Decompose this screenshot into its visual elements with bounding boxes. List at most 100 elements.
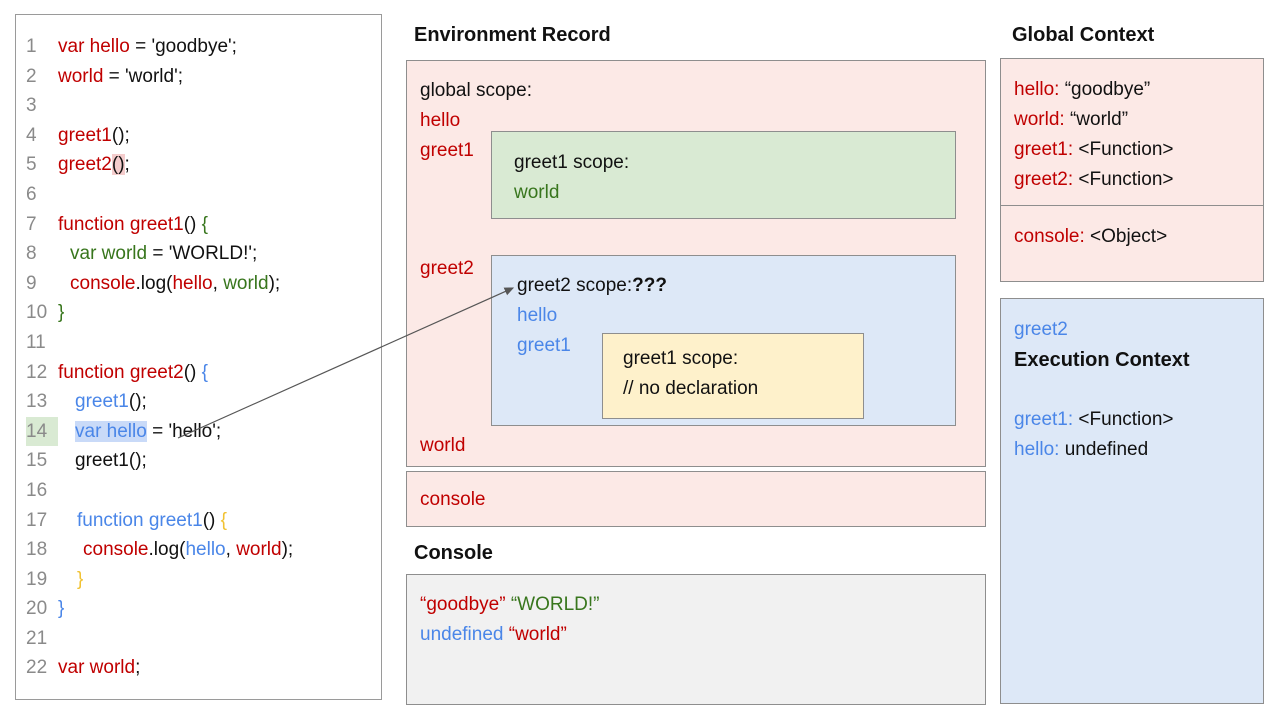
code-token: ; [124, 154, 130, 176]
code-token: world [58, 65, 104, 87]
execution-context-fn: greet2 [1014, 319, 1068, 340]
code-token: , [225, 539, 237, 561]
line-number: 15 [26, 450, 48, 472]
line-number: 11 [26, 331, 46, 353]
code-token: , [212, 272, 224, 294]
code-line-content: console.log(hello, world); [58, 535, 293, 565]
code-line: 21 [16, 624, 381, 654]
console-output-box: “goodbye” “WORLD!”undefined “world” [406, 574, 986, 705]
console-var-box: console [406, 471, 986, 527]
env-var-hello: hello [420, 110, 461, 131]
code-token: ; [135, 657, 141, 679]
line-number: 13 [26, 391, 48, 413]
line-number: 22 [26, 657, 48, 679]
line-number: 19 [26, 568, 48, 590]
code-line-content: var hello = 'hello'; [58, 417, 221, 447]
code-token: .log( [135, 272, 173, 294]
context-row-value: <Function> [1073, 139, 1174, 160]
code-line: 19} [16, 565, 381, 595]
code-line-content: function greet1() { [58, 506, 227, 536]
code-line-content: greet1(); [58, 446, 147, 476]
code-token: () [202, 509, 221, 531]
greet1-scope-var-world: world [514, 182, 560, 203]
code-line-content: } [58, 565, 83, 595]
code-line-content: function greet1() { [58, 210, 208, 240]
line-number: 14 [26, 416, 58, 447]
execution-context-title: Execution Context [1014, 349, 1190, 371]
code-token: (); [111, 124, 130, 146]
context-row: world: “world” [1014, 105, 1263, 135]
global-context-title: Global Context [1012, 24, 1155, 46]
greet2-scope-unknown: ??? [632, 275, 667, 296]
code-token: greet1 [58, 124, 112, 146]
context-row-name: greet2: [1014, 169, 1074, 190]
code-line: 20} [16, 594, 381, 624]
line-number: 1 [26, 36, 37, 57]
code-token: = 'world'; [103, 65, 183, 87]
code-line: 15 greet1(); [16, 446, 381, 476]
code-line: 6 [16, 180, 381, 210]
code-token: } [58, 598, 65, 620]
context-row-value: “goodbye” [1059, 79, 1151, 100]
environment-record-title: Environment Record [414, 24, 611, 46]
context-row-value: <Object> [1084, 226, 1168, 247]
code-line-content: function greet2() { [58, 358, 208, 388]
line-number: 20 [26, 598, 48, 620]
code-token: function greet1 [77, 509, 203, 531]
env-var-greet1: greet1 [420, 140, 474, 161]
code-token: world [236, 539, 282, 561]
context-row-value: <Function> [1073, 169, 1174, 190]
line-number: 4 [26, 124, 37, 146]
context-row: greet2: <Function> [1014, 165, 1263, 195]
env-var-world: world [420, 435, 466, 456]
code-token: greet1 [75, 391, 129, 413]
code-line-content: } [58, 298, 64, 328]
code-line: 11 [16, 328, 381, 358]
code-line-content: world = 'world'; [58, 62, 183, 92]
context-row: greet1: <Function> [1014, 135, 1263, 165]
greet2-scope-label: greet2 scope:??? [517, 271, 667, 301]
code-line-content: greet1(); [58, 387, 147, 417]
context-row: console: <Object> [1014, 222, 1263, 252]
env-var-console: console [420, 489, 486, 510]
code-line-content: greet2(); [58, 150, 130, 180]
global-context-vars: hello: “goodbye” world: “world”greet1: <F… [1001, 59, 1263, 206]
code-line: 3 [16, 91, 381, 121]
greet2-scope-box: greet2 scope:??? hello greet1 greet1 sco… [491, 255, 956, 426]
code-token: } [58, 302, 65, 324]
console-lines: “goodbye” “WORLD!”undefined “world” [407, 575, 985, 650]
code-line: 13 greet1(); [16, 387, 381, 417]
code-token: greet1(); [75, 450, 147, 472]
code-line: 10} [16, 298, 381, 328]
code-token: function greet2 [58, 361, 184, 383]
context-row-name: greet1: [1014, 409, 1074, 430]
code-line-content: var hello = 'goodbye'; [58, 32, 237, 62]
context-row-name: world: [1014, 109, 1065, 130]
code-token: hello [185, 539, 226, 561]
greet1-scope-box: greet1 scope: world [491, 131, 956, 219]
greet1-scope-label: greet1 scope: [514, 152, 630, 173]
execution-context-rows: greet1: <Function>hello: undefined [1014, 405, 1263, 465]
execution-context-box: greet2 Execution Context greet1: <Functi… [1000, 298, 1264, 704]
code-line-content: } [58, 594, 64, 624]
context-row-name: hello: [1014, 439, 1060, 460]
line-number: 16 [26, 479, 48, 501]
code-line-content: greet1(); [58, 121, 130, 151]
code-token: ); [281, 539, 294, 561]
code-token: { [220, 509, 227, 531]
global-context-box: hello: “goodbye” world: “world”greet1: <F… [1000, 58, 1264, 282]
code-line-content: var world = 'WORLD!'; [58, 239, 257, 269]
code-token: .log( [148, 539, 186, 561]
context-row-name: hello: [1014, 79, 1060, 100]
code-token: var hello [58, 36, 130, 57]
global-scope-label: global scope: [420, 80, 532, 101]
line-number: 10 [26, 302, 48, 324]
code-token: “WORLD!” [510, 594, 600, 615]
